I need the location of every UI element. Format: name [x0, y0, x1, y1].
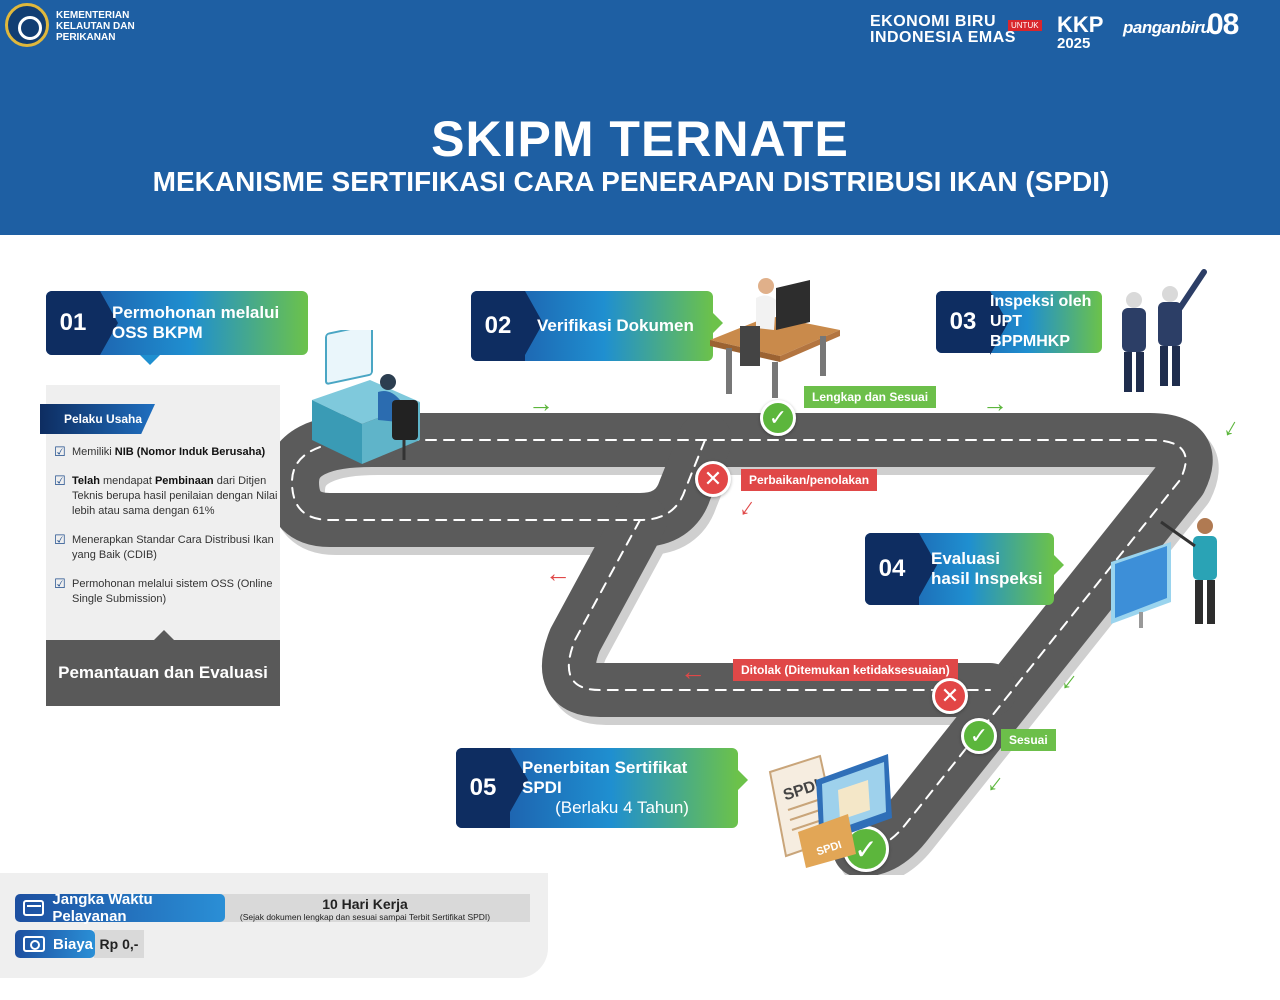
step-01-banner: 01 Permohonan melalui OSS BKPM: [46, 291, 308, 365]
requirement-item: Permohonan melalui sistem OSS (Online Si…: [54, 576, 278, 607]
monitoring-evaluation-box: Pemantauan dan Evaluasi: [46, 630, 280, 706]
step-number-tab: [936, 291, 1008, 355]
cost-value: Rp 0,-: [94, 930, 144, 958]
calendar-icon: [23, 900, 45, 916]
step-02-banner: 02 Verifikasi Dokumen: [471, 291, 723, 361]
requirement-text: Permohonan melalui sistem OSS (Online Si…: [72, 578, 273, 605]
step-text: Inspeksi oleh UPT BPPMHKP: [990, 291, 1102, 353]
requirement-text: mendapat: [99, 475, 155, 487]
status-complete-label: Lengkap dan Sesuai: [804, 386, 937, 408]
requirements-list: Memiliki NIB (Nomor Induk Berusaha) Tela…: [54, 444, 278, 621]
ministry-line: KELAUTAN DAN: [56, 21, 135, 32]
status-rejected-label: Ditolak (Ditemukan ketidaksesuaian): [733, 659, 958, 681]
status-revision-label: Perbaikan/penolakan: [741, 469, 878, 491]
cost-label-pill: Biaya: [15, 930, 95, 958]
step-line-2: (Berlaku 4 Tahun): [555, 798, 689, 817]
step-number-tab: [865, 533, 937, 605]
document-verifier-illustration: [710, 278, 840, 398]
header-banner: KEMENTERIAN KELAUTAN DAN PERIKANAN EKONO…: [0, 0, 1280, 235]
requirement-text: dari Ditjen Teknis berupa hasil penilaia…: [72, 475, 278, 517]
ministry-line: PERIKANAN: [56, 32, 116, 43]
ministry-line: KEMENTERIAN: [56, 10, 130, 21]
direction-arrow-icon: →: [982, 388, 1008, 418]
step-text: Evaluasi hasil Inspeksi: [931, 533, 1043, 605]
page-title: SKIPM TERNATE: [431, 111, 849, 167]
kkp-line-1: KKP: [1057, 12, 1104, 37]
step-number: 01: [59, 309, 87, 336]
ekonomi-biru-logo: EKONOMI BIRU INDONESIA EMAS: [870, 14, 1045, 46]
cost-label: Biaya: [53, 935, 94, 953]
spdi-certificate-illustration: SPDI SPDI: [768, 754, 892, 868]
return-arrow-icon: ←: [680, 656, 706, 686]
evaluation-presenter-illustration: [1111, 518, 1217, 628]
step-line-1: Inspeksi oleh: [990, 293, 1092, 310]
kkp-logo-icon: [5, 3, 49, 47]
kkp-2025-logo: KKP 2025: [1057, 14, 1111, 52]
step-line-1: Verifikasi Dokumen: [537, 316, 694, 335]
applicant-desk-illustration: [312, 330, 420, 464]
service-info-panel: [0, 873, 548, 978]
rejected-cross-icon: ✕: [695, 461, 731, 497]
step-04-banner: 04 Evaluasi hasil Inspeksi: [865, 533, 1064, 605]
return-arrow-icon: ←: [545, 558, 571, 588]
step-number-tab: [456, 748, 528, 828]
step-number-tab: [46, 291, 118, 355]
inspectors-illustration: [1122, 269, 1207, 392]
requirement-text: Memiliki: [72, 446, 115, 458]
panganbiru-logo: panganbiru: [1123, 18, 1211, 37]
step-line-2: OSS BKPM: [112, 323, 203, 342]
untuk-badge: UNTUK: [1008, 20, 1042, 31]
step-line-2: hasil Inspeksi: [931, 569, 1043, 588]
requirement-text: Pembinaan: [154, 475, 214, 487]
step-text: Permohonan melalui OSS BKPM: [112, 291, 279, 355]
pelaku-usaha-tag: Pelaku Usaha: [40, 404, 155, 434]
step-line-2: UPT BPPMHKP: [990, 313, 1071, 350]
approved-check-icon: ✓: [961, 718, 997, 754]
approved-check-icon: ✓: [760, 400, 796, 436]
ministry-name: KEMENTERIAN KELAUTAN DAN PERIKANAN: [56, 10, 156, 43]
requirement-item: Menerapkan Standar Cara Distribusi Ikan …: [54, 532, 278, 563]
page-subtitle: MEKANISME SERTIFIKASI CARA PENERAPAN DIS…: [152, 166, 1110, 197]
step-number: 05: [469, 774, 497, 801]
growth-08-logo: 08: [1207, 8, 1239, 41]
status-appropriate-label: Sesuai: [1001, 729, 1056, 751]
cash-icon: [23, 936, 45, 952]
duration-note: (Sejak dokumen lengkap dan sesuai sampai…: [239, 912, 491, 922]
step-number: 03: [949, 308, 977, 335]
requirement-text: Telah: [72, 475, 100, 487]
kkp-line-2: 2025: [1057, 35, 1091, 52]
step-03-banner: 03 Inspeksi oleh UPT BPPMHKP: [936, 291, 1102, 355]
requirement-item: Memiliki NIB (Nomor Induk Berusaha): [54, 444, 278, 460]
step-text: Penerbitan Sertifikat SPDI (Berlaku 4 Ta…: [522, 748, 722, 828]
step-number: 02: [484, 312, 512, 339]
step-line-1: Evaluasi: [931, 549, 1000, 568]
step-line-1: Penerbitan Sertifikat SPDI: [522, 758, 688, 797]
ekonomi-line-2: INDONESIA EMAS: [870, 29, 1016, 46]
duration-value-box: 10 Hari Kerja (Sejak dokumen lengkap dan…: [200, 894, 530, 922]
duration-value: 10 Hari Kerja: [322, 896, 408, 912]
requirement-item: Telah mendapat Pembinaan dari Ditjen Tek…: [54, 473, 278, 519]
duration-label-pill: Jangka Waktu Pelayanan: [15, 891, 225, 925]
step-number-tab: [471, 291, 543, 361]
step-number: 04: [878, 555, 906, 582]
step-text: Verifikasi Dokumen: [537, 291, 694, 361]
ekonomi-line-1: EKONOMI BIRU: [870, 13, 996, 30]
step-line-1: Permohonan melalui: [112, 303, 280, 322]
rejected-cross-icon: ✕: [932, 678, 968, 714]
duration-label: Jangka Waktu Pelayanan: [52, 891, 153, 925]
direction-arrow-icon: →: [528, 388, 554, 418]
requirement-text: NIB (Nomor Induk Berusaha): [114, 446, 266, 458]
step-05-banner: 05 Penerbitan Sertifikat SPDI (Berlaku 4…: [456, 748, 748, 828]
requirement-text: Menerapkan Standar Cara Distribusi Ikan …: [72, 534, 274, 561]
